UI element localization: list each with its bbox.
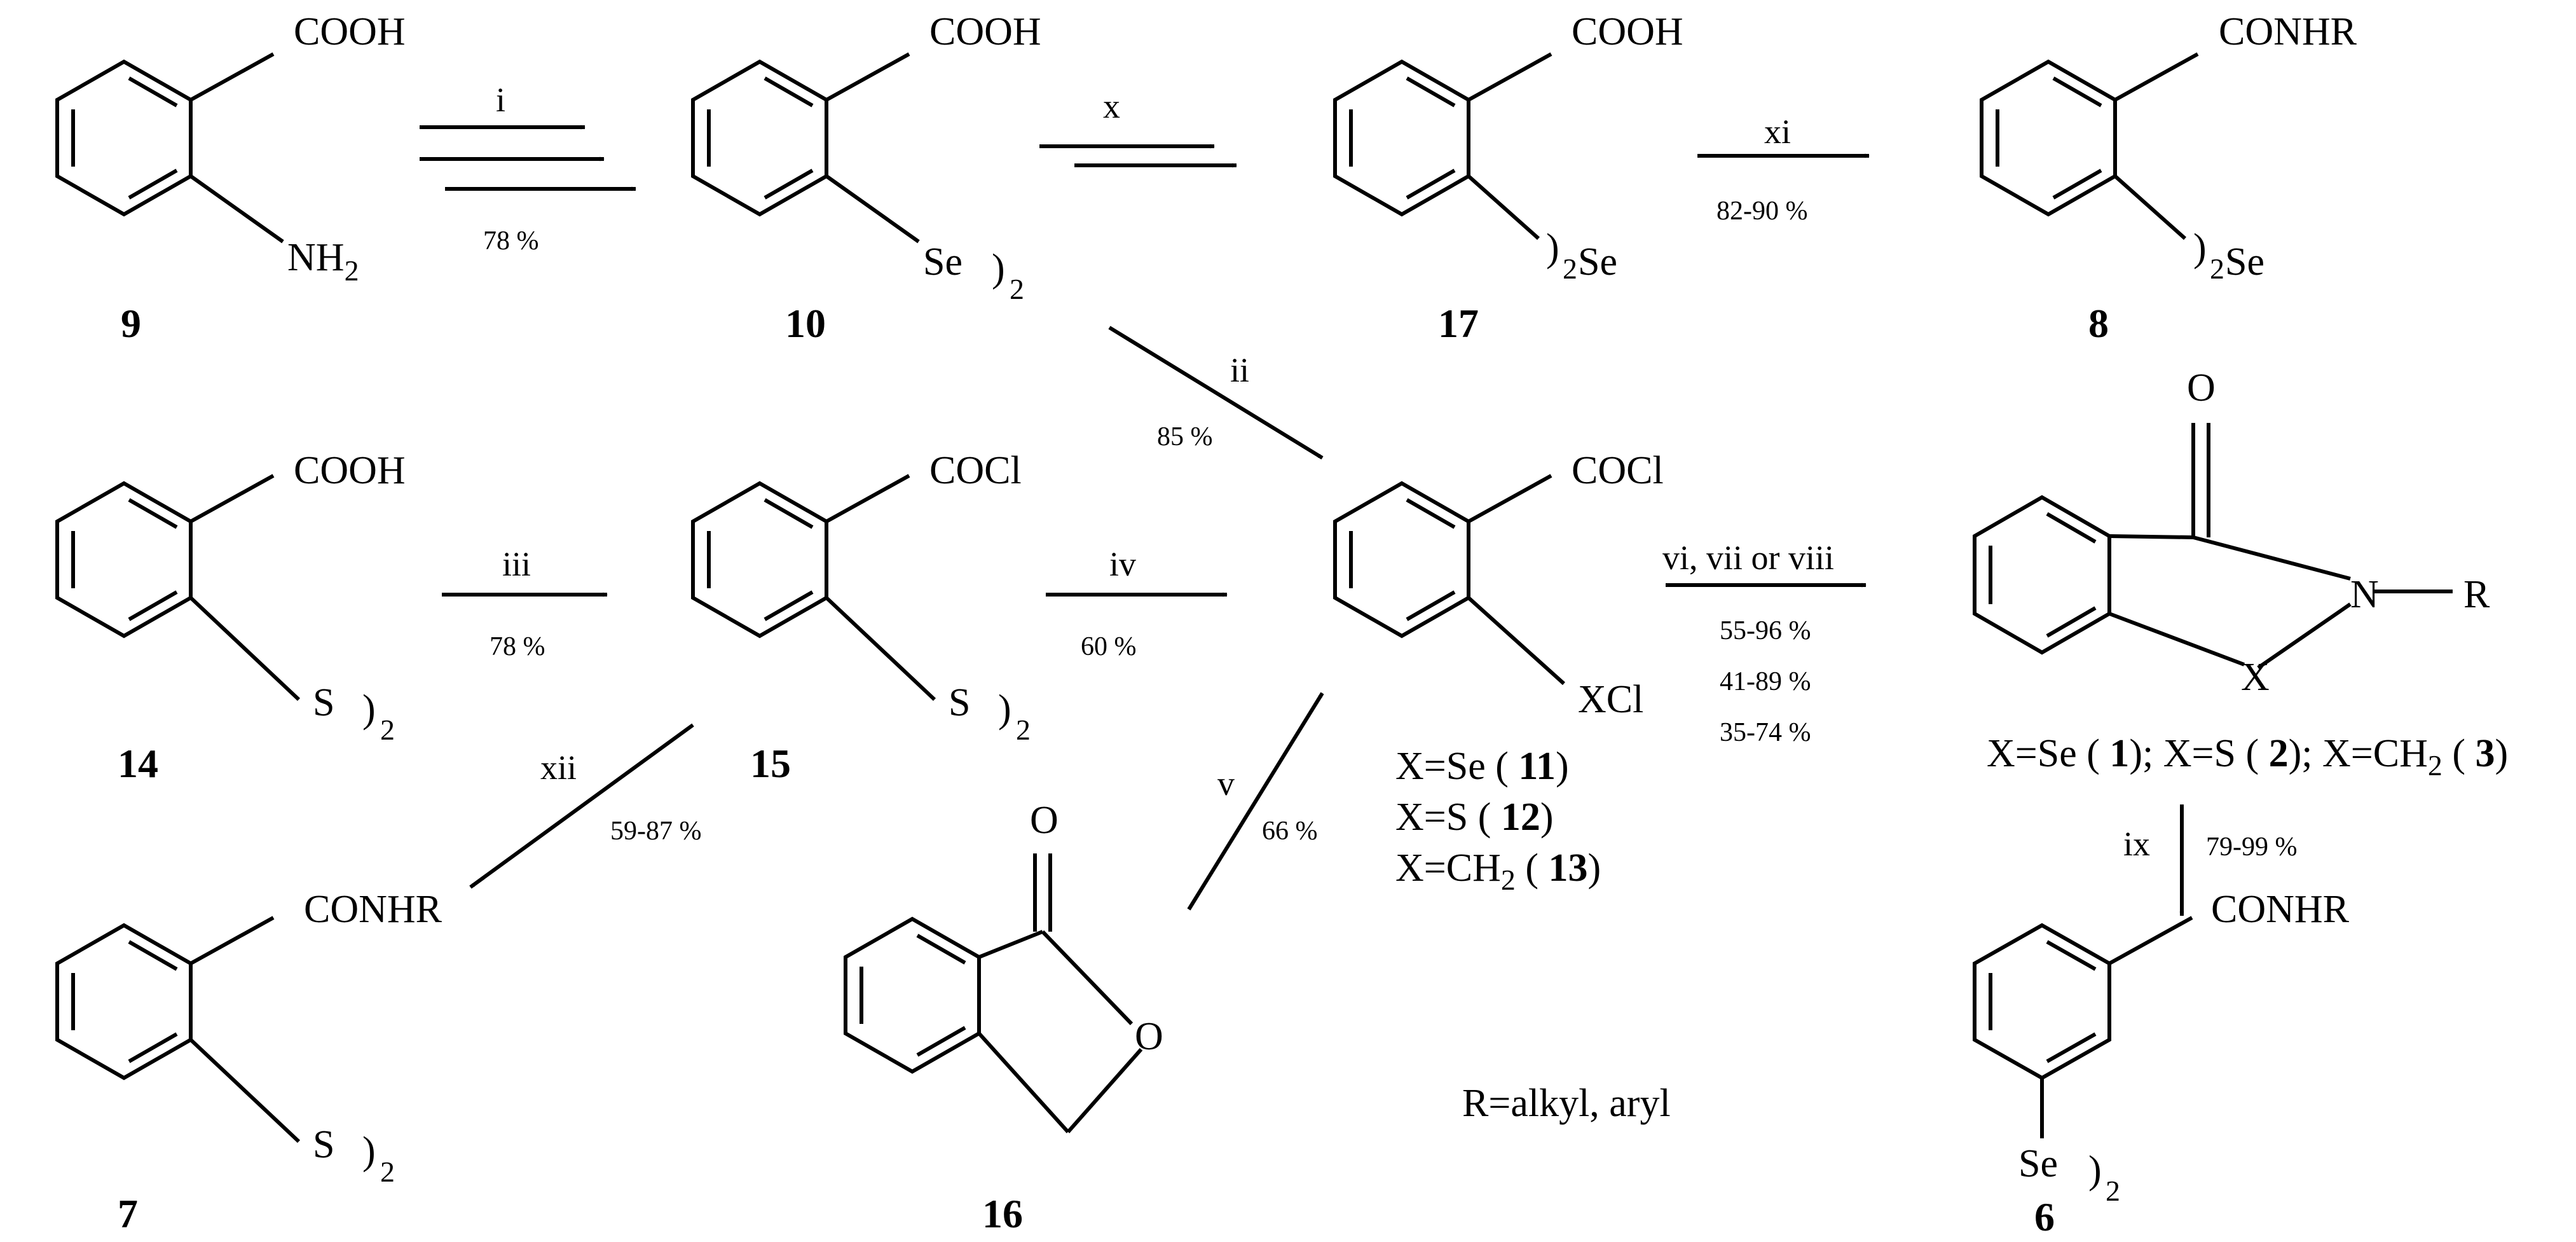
reaction-iv-yield: 60 % (1081, 632, 1137, 661)
c7-paren: ) (362, 1129, 376, 1173)
reaction-xi-label: xi (1764, 113, 1791, 151)
compound-15: COCl S ) 2 15 (691, 449, 1031, 786)
c16-carbonyl-oxygen: O (1030, 799, 1058, 842)
reaction-xii-label: xii (540, 749, 577, 787)
compound-10: COOH Se ) 2 10 (691, 10, 1041, 346)
r-group-note: R=alkyl, aryl (1462, 1082, 1671, 1125)
reaction-ii: ii 85 % (1108, 326, 1324, 460)
reaction-ix-label: ix (2123, 825, 2150, 863)
c15-paren: ) (998, 687, 1011, 731)
reaction-v-label: v (1217, 764, 1235, 803)
c8-paren: ) (2193, 226, 2207, 270)
c1-x-atom: X (2241, 656, 2270, 699)
c7-amide-label: CONHR (304, 888, 442, 931)
reaction-i-yield: 78 % (483, 226, 539, 256)
c15-subscript: 2 (1016, 714, 1031, 746)
c6-paren: ) (2088, 1149, 2102, 1192)
reaction-v-yield: 66 % (1262, 817, 1318, 846)
c10-carboxyl-label: COOH (929, 10, 1041, 53)
reaction-ii-label: ii (1230, 351, 1249, 389)
reaction-x-label: x (1103, 87, 1120, 125)
c14-carboxyl-label: COOH (294, 449, 406, 492)
c8-amide-label: CONHR (2219, 10, 2357, 53)
reaction-iii-yield: 78 % (490, 632, 545, 661)
c1-r-group: R (2463, 573, 2490, 616)
compound-1-2-3: O N R X X=Se ( 1); X=S ( 2); X=CH2 ( 3) (1973, 366, 2508, 782)
reaction-vi-yield-1: 55-96 % (1720, 616, 1811, 645)
c6-subscript: 2 (2106, 1175, 2120, 1207)
c7-sulfur-label: S (313, 1123, 334, 1166)
compound-14: COOH S ) 2 14 (55, 449, 406, 786)
reaction-xi: xi 82-90 % (1697, 113, 1870, 226)
reaction-ii-yield: 85 % (1157, 422, 1213, 452)
c8-subscript: 2 (2210, 252, 2224, 285)
reaction-i-label: i (496, 81, 505, 119)
c14-subscript: 2 (380, 714, 395, 746)
reaction-iii: iii 78 % (442, 545, 608, 661)
c15-number: 15 (750, 741, 791, 786)
compound-17: COOH ) 2 Se 17 (1333, 10, 1683, 346)
c9-amino-label: NH2 (287, 236, 359, 287)
c10-subscript: 2 (1010, 273, 1024, 305)
c6-selenium-label: Se (2018, 1142, 2058, 1185)
c7-number: 7 (118, 1191, 138, 1236)
reaction-ix-yield: 79-99 % (2206, 832, 2297, 862)
c9-carboxyl-label: COOH (294, 10, 406, 53)
compound-8: CONHR ) 2 Se 8 (1980, 10, 2357, 346)
reaction-iii-label: iii (502, 545, 531, 583)
c7-subscript: 2 (380, 1156, 395, 1188)
c10-paren: ) (992, 247, 1005, 290)
c16-ring-oxygen: O (1135, 1015, 1163, 1058)
compound-7: CONHR S ) 2 7 (55, 888, 442, 1236)
reaction-xii: xii 59-87 % (469, 723, 701, 889)
c8-number: 8 (2088, 301, 2109, 346)
reaction-x: x (1039, 87, 1237, 168)
reaction-ix: ix 79-99 % (2123, 804, 2297, 916)
reaction-iv-label: iv (1109, 545, 1136, 583)
c6-number: 6 (2034, 1194, 2055, 1239)
c16-number: 16 (982, 1191, 1023, 1236)
compound-9: COOH NH2 9 (55, 10, 406, 346)
c14-sulfur-label: S (313, 681, 334, 724)
reaction-xi-yield: 82-90 % (1716, 197, 1807, 226)
c11-caption: X=Se ( 11) (1395, 745, 1569, 788)
c9-number: 9 (121, 301, 141, 346)
c17-paren: ) (1546, 226, 1559, 270)
reaction-vi-vii-viii: vi, vii or viii 55-96 % 41-89 % 35-74 % (1662, 539, 1867, 747)
c17-number: 17 (1438, 301, 1479, 346)
c14-number: 14 (118, 741, 158, 786)
reaction-xii-yield: 59-87 % (610, 817, 701, 846)
reaction-i: i 78 % (420, 81, 636, 256)
c17-subscript: 2 (1563, 252, 1577, 285)
c10-number: 10 (785, 301, 826, 346)
c11-xcl-label: XCl (1578, 678, 1643, 721)
c1-caption: X=Se ( 1); X=S ( 2); X=CH2 ( 3) (1987, 732, 2508, 782)
c11-acylchloride-label: COCl (1572, 449, 1664, 492)
reaction-vi-yield-3: 35-74 % (1720, 718, 1811, 747)
compound-11-12-13: COCl XCl X=Se ( 11) X=S ( 12) X=CH2 ( 13… (1333, 449, 1664, 896)
reaction-v: v 66 % (1187, 692, 1324, 911)
c15-acylchloride-label: COCl (929, 449, 1022, 492)
c1-carbonyl-oxygen: O (2187, 366, 2216, 410)
reaction-vi-yield-2: 41-89 % (1720, 667, 1811, 696)
c17-carboxyl-label: COOH (1572, 10, 1683, 53)
compound-6: CONHR Se ) 2 6 (1973, 888, 2350, 1239)
c10-selenium-label: Se (923, 240, 963, 284)
reaction-vi-label: vi, vii or viii (1662, 539, 1834, 577)
c17-selenium-label: Se (1578, 240, 1617, 284)
c14-paren: ) (362, 687, 376, 731)
c8-selenium-label: Se (2225, 240, 2264, 284)
c13-caption: X=CH2 ( 13) (1395, 846, 1601, 896)
c15-sulfur-label: S (949, 681, 970, 724)
c6-amide-label: CONHR (2211, 888, 2350, 931)
c12-caption: X=S ( 12) (1395, 796, 1554, 839)
c1-nitrogen: N (2350, 573, 2379, 616)
reaction-iv: iv 60 % (1046, 545, 1228, 661)
compound-16: O O 16 (844, 799, 1163, 1236)
